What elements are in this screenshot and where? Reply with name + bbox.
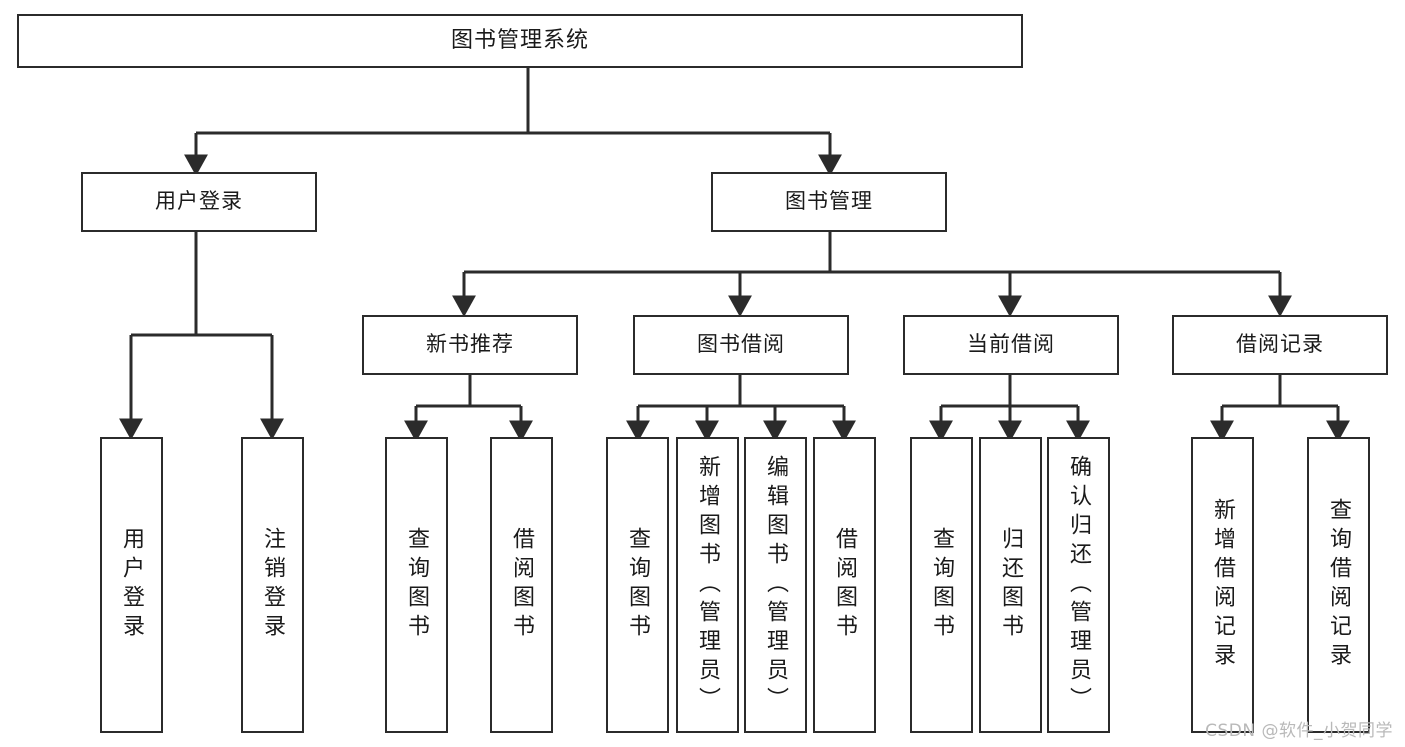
node-leaf-add-book-admin[interactable]: 新增图书（管理员） — [676, 437, 739, 733]
node-label: 查询图书 — [404, 527, 430, 643]
node-label: 确认归还（管理员） — [1066, 454, 1092, 716]
node-leaf-query-book-2[interactable]: 查询图书 — [606, 437, 669, 733]
node-label: 编辑图书（管理员） — [763, 454, 789, 716]
node-label: 图书管理 — [785, 189, 873, 214]
csdn-watermark: CSDN @软件_小贺同学 — [1205, 721, 1393, 741]
node-label: 查询图书 — [625, 527, 651, 643]
node-label: 归还图书 — [998, 527, 1024, 643]
node-leaf-query-book-3[interactable]: 查询图书 — [910, 437, 973, 733]
node-leaf-query-borrow-record[interactable]: 查询借阅记录 — [1307, 437, 1370, 733]
node-label: 新增图书（管理员） — [695, 454, 721, 716]
node-label: 新书推荐 — [426, 332, 514, 357]
node-label: 查询图书 — [929, 527, 955, 643]
node-new-book-recommendation[interactable]: 新书推荐 — [362, 315, 578, 375]
node-leaf-edit-book-admin[interactable]: 编辑图书（管理员） — [744, 437, 807, 733]
node-book-borrow[interactable]: 图书借阅 — [633, 315, 849, 375]
node-label: 借阅图书 — [509, 527, 535, 643]
node-label: 用户登录 — [155, 189, 243, 214]
node-leaf-add-borrow-record[interactable]: 新增借阅记录 — [1191, 437, 1254, 733]
node-label: 当前借阅 — [967, 332, 1055, 357]
node-leaf-borrow-book-2[interactable]: 借阅图书 — [813, 437, 876, 733]
node-leaf-user-login[interactable]: 用户登录 — [100, 437, 163, 733]
node-label: 图书借阅 — [697, 332, 785, 357]
node-book-manage[interactable]: 图书管理 — [711, 172, 947, 232]
node-label: 查询借阅记录 — [1326, 498, 1352, 672]
node-leaf-return-book[interactable]: 归还图书 — [979, 437, 1042, 733]
node-user-login[interactable]: 用户登录 — [81, 172, 317, 232]
node-label: 新增借阅记录 — [1210, 498, 1236, 672]
node-label: 借阅图书 — [832, 527, 858, 643]
node-label: 图书管理系统 — [450, 27, 589, 53]
node-label: 用户登录 — [119, 527, 145, 643]
node-leaf-query-book-1[interactable]: 查询图书 — [385, 437, 448, 733]
node-root-book-management-system[interactable]: 图书管理系统 — [17, 14, 1023, 68]
node-label: 借阅记录 — [1236, 332, 1324, 357]
node-leaf-borrow-book-1[interactable]: 借阅图书 — [490, 437, 553, 733]
node-borrow-record[interactable]: 借阅记录 — [1172, 315, 1388, 375]
node-leaf-user-logout[interactable]: 注销登录 — [241, 437, 304, 733]
node-leaf-confirm-return-admin[interactable]: 确认归还（管理员） — [1047, 437, 1110, 733]
node-label: 注销登录 — [260, 527, 286, 643]
node-current-borrow[interactable]: 当前借阅 — [903, 315, 1119, 375]
